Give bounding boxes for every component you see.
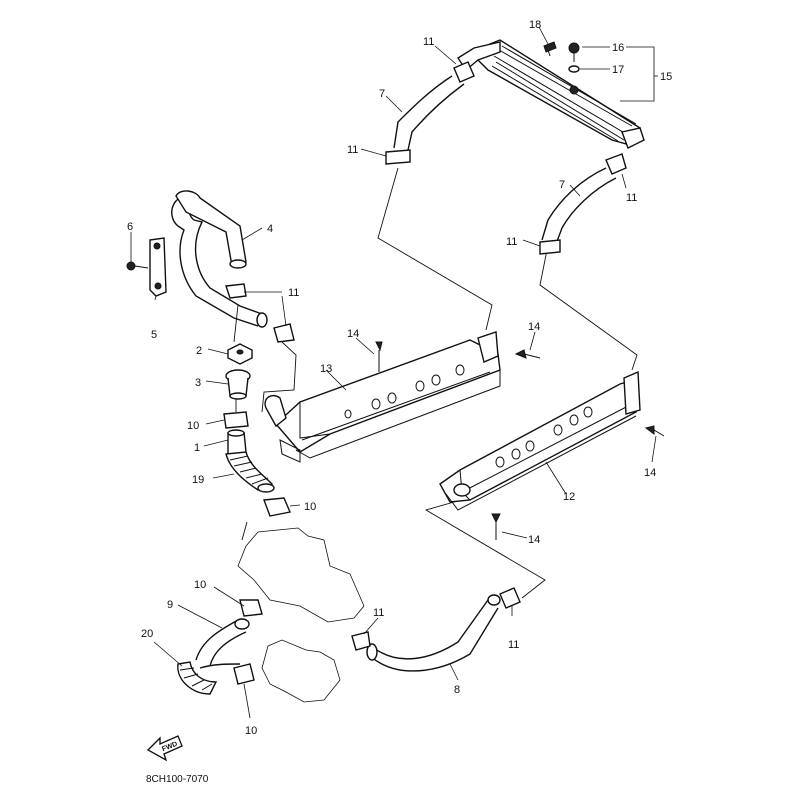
callout-11-right: 11	[626, 192, 637, 204]
callout-14-b: 14	[528, 321, 540, 333]
callout-2: 2	[196, 345, 202, 357]
fwd-arrow-icon: FWD	[146, 735, 183, 762]
callout-17: 17	[612, 64, 624, 76]
screw-14-d	[491, 513, 501, 540]
bellows-19	[225, 451, 275, 493]
clamp-11-hose8-left	[351, 631, 371, 651]
callout-11-hose8-right: 11	[508, 639, 519, 651]
callout-15: 15	[660, 71, 672, 83]
washer-17	[568, 65, 580, 73]
hose-7-upper-right	[539, 153, 627, 255]
callout-labels: 18 16 17 15 11 7 11 7 11 11 6 4 11 5 14 …	[127, 19, 672, 737]
manifold-12	[439, 370, 641, 511]
callout-7-upper-right: 7	[559, 179, 565, 191]
screw-14-a	[375, 341, 383, 372]
clamp-10-upper	[223, 411, 249, 429]
callout-12: 12	[563, 491, 575, 503]
thermostat-cap-2	[227, 343, 253, 365]
callout-14-c: 14	[644, 467, 656, 479]
pipe-4	[171, 190, 268, 328]
screw-14-c	[644, 425, 665, 437]
callout-10-lower: 10	[304, 501, 316, 513]
callout-11-mid-left: 11	[347, 144, 358, 156]
hose-1	[227, 429, 247, 456]
clamp-10-hose20	[233, 663, 255, 685]
leader-lines	[130, 26, 658, 719]
hose-8	[366, 594, 501, 672]
bracket-5	[149, 237, 167, 297]
thermostat-housing-3	[225, 369, 251, 400]
callout-11-pipe: 11	[288, 287, 299, 299]
bolt-16	[568, 42, 580, 62]
callout-11-top-left: 11	[423, 36, 434, 48]
callout-4: 4	[267, 223, 273, 235]
callout-11-right-lower: 11	[506, 236, 517, 248]
callout-5: 5	[151, 329, 157, 341]
callout-13: 13	[320, 363, 332, 375]
manifold-13	[264, 331, 501, 463]
callout-14-d: 14	[528, 534, 540, 546]
callout-18: 18	[529, 19, 541, 31]
callout-10-hose20: 10	[245, 725, 257, 737]
clamp-10-hose9	[239, 599, 263, 617]
callout-9: 9	[167, 599, 173, 611]
hose-7-upper-left	[385, 61, 475, 165]
callout-14-a: 14	[347, 328, 359, 340]
callout-19: 19	[192, 474, 204, 486]
bellows-20	[177, 661, 241, 695]
callout-20: 20	[141, 628, 153, 640]
radiator-cooler	[457, 39, 645, 149]
engine-outline	[237, 527, 365, 703]
bolt-6	[126, 261, 149, 271]
screw-14-b	[514, 349, 541, 359]
callout-8: 8	[454, 684, 460, 696]
callout-7-upper-left: 7	[379, 88, 385, 100]
clamp-11-pipe	[225, 283, 295, 343]
manifold-12-holes	[495, 406, 593, 468]
callout-16: 16	[612, 42, 624, 54]
screw-18	[543, 41, 557, 57]
callout-3: 3	[195, 377, 201, 389]
callout-10-hose9: 10	[194, 579, 206, 591]
callout-10-upper: 10	[187, 420, 199, 432]
clamp-10-lower	[263, 497, 291, 517]
callout-11-hose8-left: 11	[373, 607, 384, 619]
clamp-11-hose8-right	[499, 587, 521, 609]
callout-6: 6	[127, 221, 133, 233]
manifold-13-holes	[344, 364, 465, 419]
drawing-code: 8CH100-7070	[146, 774, 209, 785]
dashed-connection-lines	[233, 167, 638, 599]
callout-1: 1	[194, 442, 200, 454]
hose-9	[195, 618, 250, 667]
